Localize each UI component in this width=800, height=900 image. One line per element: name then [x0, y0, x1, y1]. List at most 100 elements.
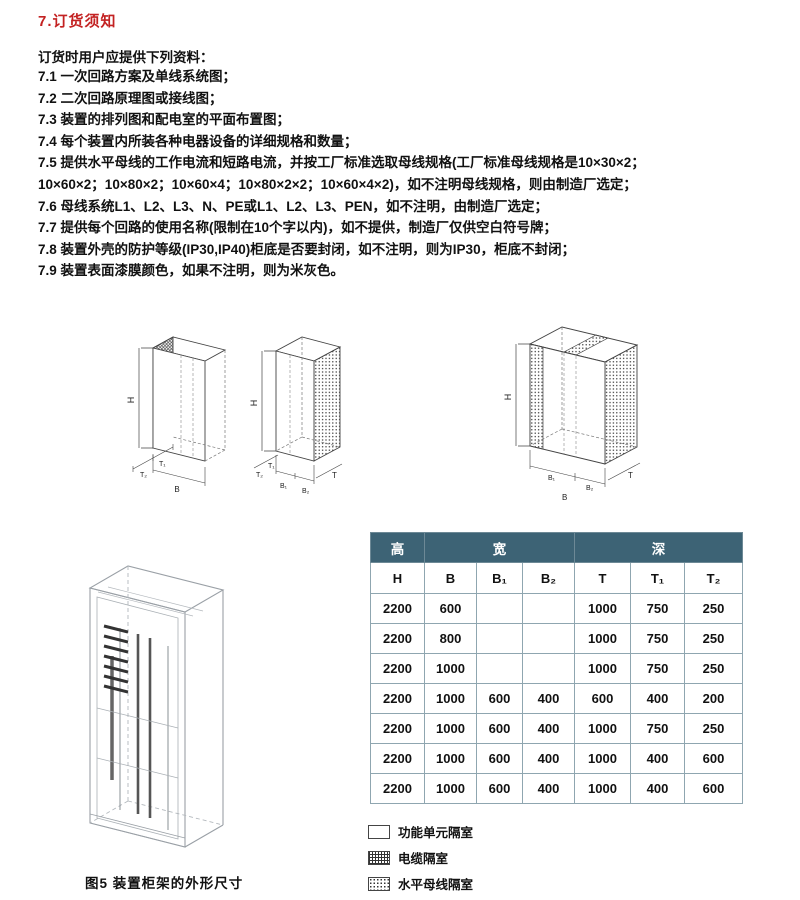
table-row: 2200 600 1000 750 250	[370, 593, 743, 624]
cell: 750	[630, 593, 685, 624]
dim-label-t1: T₁	[159, 461, 166, 468]
col-header-t1: T₁	[630, 562, 685, 594]
table-column-header-row: H B B₁ B₂ T T₁ T₂	[370, 562, 743, 594]
compartment-legend: 功能单元隔室 电缆隔室 水平母线隔室	[368, 822, 473, 900]
cell: 250	[684, 653, 743, 684]
cell: 250	[684, 713, 743, 744]
table-row: 2200 1000 600 400 1000 400 600	[370, 773, 743, 804]
cabinet-diagram-3-svg: H B₁ B₂ B T	[503, 326, 641, 502]
cell: 800	[424, 623, 477, 654]
table-row: 2200 1000 600 400 1000 750 250	[370, 713, 743, 744]
legend-item-busbar: 水平母线隔室	[368, 874, 473, 893]
col-header-t2: T₂	[684, 562, 743, 594]
cell: 1000	[574, 773, 631, 804]
dim-label-h: H	[126, 397, 136, 404]
cell: 1000	[424, 713, 477, 744]
cell: 2200	[370, 653, 425, 684]
dim-label-b1: B₁	[280, 483, 288, 490]
col-header-b1: B₁	[476, 562, 523, 594]
dim-label-b: B	[174, 485, 179, 494]
group-header-depth: 深	[574, 532, 743, 563]
legend-item-cable: 电缆隔室	[368, 848, 473, 867]
cell: 1000	[574, 653, 631, 684]
col-header-b2: B₂	[522, 562, 575, 594]
cell: 600	[476, 773, 523, 804]
cell: 1000	[574, 623, 631, 654]
cell: 1000	[424, 773, 477, 804]
cell: 400	[522, 773, 575, 804]
cabinet-diagram-2-svg: H T₂ T₁ B₁ B₂ T	[250, 336, 343, 495]
legend-label: 水平母线隔室	[398, 878, 474, 892]
table-row: 2200 1000 600 400 600 400 200	[370, 683, 743, 714]
cell: 600	[476, 683, 523, 714]
group-header-width: 宽	[424, 532, 575, 563]
cell: 600	[476, 743, 523, 774]
cell: 600	[476, 713, 523, 744]
dim-label-b2: B₂	[302, 488, 310, 495]
note-line: 7.4 每个装置内所装各种电器设备的详细规格和数量；	[38, 133, 358, 149]
intro-line: 订货时用户应提供下列资料：	[38, 50, 214, 65]
legend-label: 功能单元隔室	[398, 826, 474, 840]
cell: 400	[522, 713, 575, 744]
cabinet-frame-svg	[88, 565, 225, 848]
table-group-header-row: 高 宽 深	[370, 532, 743, 563]
section-heading: 7.订货须知	[38, 13, 117, 30]
cell: 2200	[370, 773, 425, 804]
group-header-height: 高	[370, 532, 425, 563]
cell: 250	[684, 593, 743, 624]
cell: 250	[684, 623, 743, 654]
note-line: 7.9 装置表面漆膜颜色，如果不注明，则为米灰色。	[38, 263, 345, 279]
cell	[476, 653, 523, 684]
cell: 2200	[370, 623, 425, 654]
cell: 2200	[370, 683, 425, 714]
cell: 600	[684, 773, 743, 804]
cell: 750	[630, 713, 685, 744]
cabinet-diagram-3: H B₁ B₂ B T	[500, 296, 670, 508]
cell	[476, 623, 523, 654]
legend-label: 电缆隔室	[398, 852, 449, 866]
dim-label-b: B	[562, 493, 567, 502]
cell	[522, 593, 575, 624]
cell: 600	[574, 683, 631, 714]
cell: 2200	[370, 593, 425, 624]
cabinet-diagram-1-svg: H T₂ T₁ B	[126, 336, 227, 494]
cell	[476, 593, 523, 624]
cell: 1000	[424, 683, 477, 714]
cell: 1000	[424, 653, 477, 684]
dim-label-t: T	[628, 471, 633, 480]
cell: 400	[522, 743, 575, 774]
col-header-b: B	[424, 562, 477, 594]
note-line: 7.1 一次回路方案及单线系统图；	[38, 69, 237, 84]
blank-swatch-icon	[368, 824, 390, 839]
cell: 750	[630, 623, 685, 654]
cell	[522, 623, 575, 654]
col-header-t: T	[574, 562, 631, 594]
cell: 400	[630, 743, 685, 774]
dim-label-t2: T₂	[256, 472, 263, 479]
table-row: 2200 1000 1000 750 250	[370, 653, 743, 684]
cell: 600	[424, 593, 477, 624]
cell	[522, 653, 575, 684]
dim-label-t2: T₂	[140, 472, 147, 479]
dim-label-t: T	[332, 471, 337, 480]
ordering-notes-list: 7.1 一次回路方案及单线系统图； 7.2 二次回路原理图或接线图； 7.3 装…	[38, 66, 758, 282]
cell: 2200	[370, 743, 425, 774]
dots-swatch-icon	[368, 876, 390, 891]
figure-caption: 图5 装置柜架的外形尺寸	[85, 876, 244, 891]
cell: 1000	[574, 743, 631, 774]
dim-label-h: H	[250, 400, 259, 407]
note-line: 7.2 二次回路原理图或接线图；	[38, 90, 223, 106]
cell: 600	[684, 743, 743, 774]
col-header-h: H	[370, 562, 425, 594]
cell: 2200	[370, 713, 425, 744]
cell: 400	[630, 773, 685, 804]
cabinet-diagram-1: H T₂ T₁ B	[125, 296, 245, 496]
cell: 400	[522, 683, 575, 714]
dim-label-b2: B₂	[586, 485, 594, 492]
dim-label-t1: T₁	[268, 463, 275, 470]
table-row: 2200 1000 600 400 1000 400 600	[370, 743, 743, 774]
note-line: 7.3 装置的排列图和配电室的平面布置图；	[38, 112, 291, 128]
note-line: 7.5 提供水平母线的工作电流和短路电流，并按工厂标准选取母线规格(工厂标准母线…	[38, 155, 645, 171]
dimensions-table: 高 宽 深 H B B₁ B₂ T T₁ T₂ 2200 600 1000 75…	[370, 532, 743, 804]
dim-label-b1: B₁	[548, 475, 556, 482]
